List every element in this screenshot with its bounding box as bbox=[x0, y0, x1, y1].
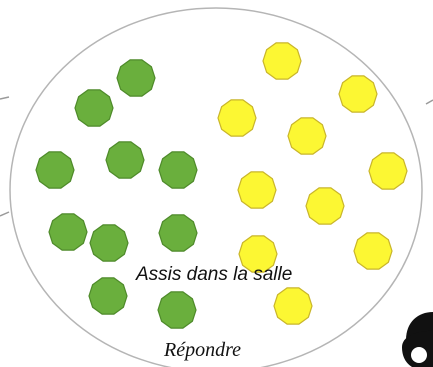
green-person-marker bbox=[105, 141, 145, 179]
yellow-group bbox=[217, 42, 408, 325]
left-arrow-mark-top bbox=[0, 96, 10, 100]
yellow-person-marker bbox=[305, 187, 345, 225]
green-person-marker bbox=[158, 151, 198, 189]
left-arrow-mark-bottom bbox=[0, 211, 10, 217]
green-person-marker bbox=[48, 213, 88, 251]
answer-label: Répondre bbox=[164, 339, 242, 361]
room-ellipse bbox=[9, 7, 423, 367]
yellow-person-marker bbox=[273, 287, 313, 325]
green-person-marker bbox=[157, 291, 197, 329]
yellow-person-marker bbox=[262, 42, 302, 80]
person-bust-icon bbox=[402, 312, 433, 367]
right-arrow-mark bbox=[425, 99, 433, 105]
green-person-marker bbox=[158, 214, 198, 252]
green-group bbox=[35, 59, 198, 329]
green-person-marker bbox=[116, 59, 156, 97]
yellow-person-marker bbox=[238, 235, 278, 273]
yellow-person-marker bbox=[368, 152, 408, 190]
green-person-marker bbox=[89, 224, 129, 262]
green-person-marker bbox=[35, 151, 75, 189]
yellow-person-marker bbox=[237, 171, 277, 209]
yellow-person-marker bbox=[353, 232, 393, 270]
yellow-person-marker bbox=[217, 99, 257, 137]
green-person-marker bbox=[74, 89, 114, 127]
yellow-person-marker bbox=[287, 117, 327, 155]
seated-label: Assis dans la salle bbox=[136, 264, 293, 285]
yellow-person-marker bbox=[338, 75, 378, 113]
green-person-marker bbox=[88, 277, 128, 315]
